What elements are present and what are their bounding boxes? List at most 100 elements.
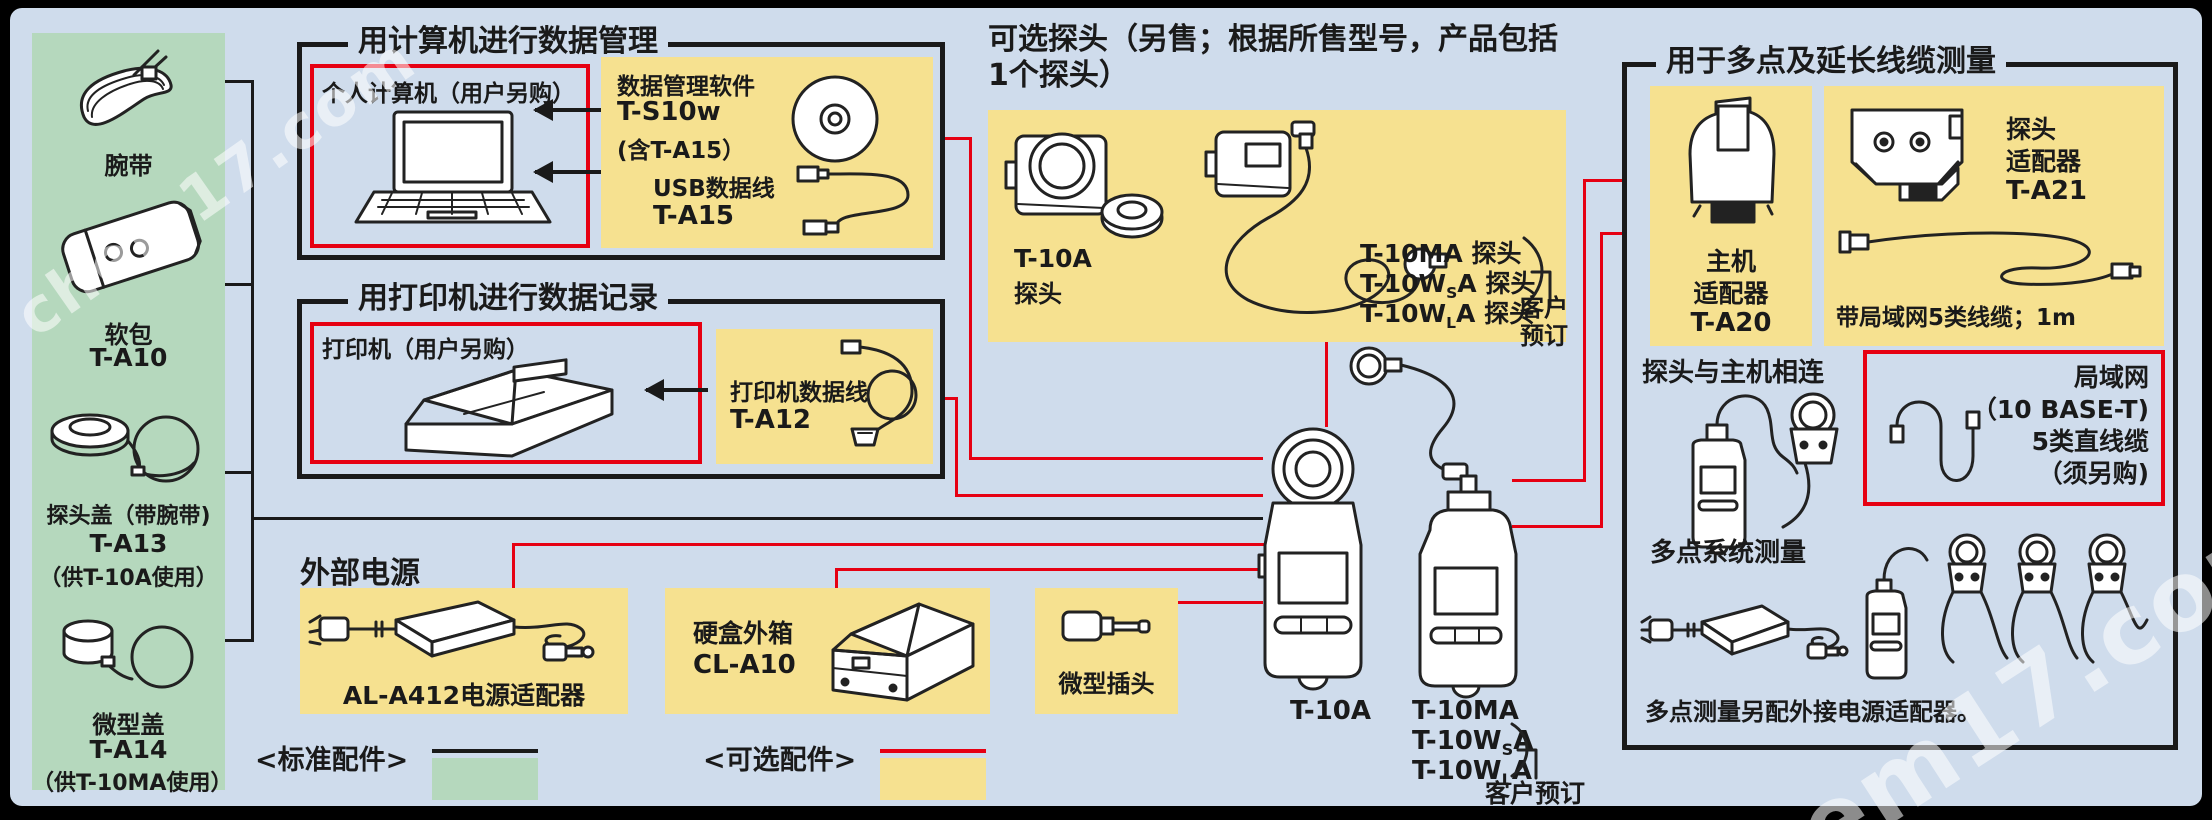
meter-t10a-illustration	[1257, 427, 1363, 691]
connector-standard	[225, 471, 253, 474]
sidebar-item-model: T-A14	[89, 735, 168, 764]
printer-section-title: 用打印机进行数据记录	[348, 282, 668, 316]
probe-t10a-model: T-10A	[1014, 244, 1092, 273]
host-adapter-illustration	[1688, 96, 1776, 224]
software-note: (含T-A15）	[617, 138, 746, 164]
arrow-software-to-pc	[533, 99, 601, 121]
lan-note-line1: 局域网	[2073, 363, 2149, 392]
connector-optional	[1512, 479, 1586, 482]
legend-optional-line	[880, 749, 986, 753]
connector-optional	[1325, 341, 1328, 427]
computer-section-title: 用计算机进行数据管理	[348, 25, 668, 59]
meter2-model-text: T-10W	[1412, 726, 1502, 756]
meter2-model-sub: L	[1501, 770, 1512, 790]
connector-optional	[945, 397, 958, 400]
hard-case-box: 硬盒外箱 CL-A10	[665, 588, 990, 714]
lan-straight-cable-illustration	[1889, 400, 1981, 482]
multi-section-title: 用于多点及延长线缆测量	[1656, 45, 2006, 79]
cd-rom-icon	[791, 75, 879, 163]
connector-optional	[955, 494, 1263, 497]
mini-plug-illustration	[1061, 610, 1151, 642]
probe-model-text: T-10W	[1360, 299, 1447, 328]
connector-optional	[1583, 179, 1586, 482]
probe-model-row: T-10WLA 探头	[1360, 294, 1534, 332]
printer-cable-label: 打印机数据线	[730, 380, 868, 406]
sidebar-item-label: 微型盖	[92, 711, 165, 739]
arrow-cable-to-printer	[644, 379, 708, 401]
probe-mini-illustration	[1204, 120, 1448, 314]
sidebar-item-note: （供T-10A使用）	[39, 566, 218, 591]
probe-t10a-label: 探头	[1014, 280, 1062, 308]
connector-optional	[945, 137, 972, 140]
sidebar-item-model: T-A13	[89, 529, 168, 558]
lan-note-line4: （须另购)	[2037, 459, 2149, 488]
probe-model-sub: L	[1446, 314, 1457, 332]
meter2-model-sub: S	[1501, 740, 1514, 760]
wrist-strap-illustration	[79, 49, 173, 126]
host-adapter-model: T-A20	[1690, 308, 1772, 338]
mini-plug-label: 微型插头	[1058, 670, 1155, 698]
power-section-title: 外部电源	[300, 556, 420, 591]
connector-optional	[1600, 232, 1603, 528]
connector-optional	[835, 568, 838, 590]
probe-model-text: A 探头	[1457, 269, 1536, 298]
meter1-model: T-10A	[1290, 696, 1372, 726]
meter2-model-text: A	[1511, 756, 1532, 786]
probe-model-text: A 探头	[1456, 299, 1535, 328]
order-bracket-icon	[1522, 236, 1552, 308]
connector-standard	[225, 639, 253, 642]
meter-t10ma-illustration	[1349, 346, 1518, 699]
sidebar-item-label: 软包	[104, 321, 153, 349]
sidebar-item-note: （供T-10MA使用）	[32, 771, 233, 796]
ac-adapter-illustration	[308, 600, 595, 662]
connector-optional	[969, 457, 1263, 460]
software-box: 数据管理软件 T-S10w (含T-A15） USB数据线 T-A15	[601, 57, 933, 248]
printer-cable-box: 打印机数据线 T-A12	[716, 329, 933, 464]
probe-model-row: T-10WSA 探头	[1360, 264, 1535, 302]
sidebar-item-label: 探头盖（带腕带)	[46, 504, 211, 529]
probe-model-text: T-10MA	[1360, 239, 1463, 268]
software-model: T-S10w	[617, 97, 721, 127]
probes-box: T-10A 探头 T-10MA 探头 T-10WSA 探头 T-10WLA 探头…	[988, 110, 1568, 350]
host-adapter-label1: 主机	[1705, 247, 1756, 276]
standard-accessories-panel: 腕带 软包 T-A10 探头盖（带腕带) T-A13 （供T-10A使用）	[32, 33, 232, 796]
sidebar-item-model: T-A10	[89, 343, 168, 372]
order-note-line2: 预订	[1520, 322, 1568, 350]
probe-host-label: 探头与主机相连	[1642, 358, 1825, 388]
arrow-usb-to-pc	[533, 161, 601, 183]
connector-standard	[225, 283, 253, 286]
legend-standard-line	[432, 749, 538, 753]
probe-adapter-illustration	[1850, 108, 1964, 202]
usb-cable-illustration	[796, 165, 910, 236]
order-note-line1: 客户	[1520, 294, 1568, 322]
hard-case-model: CL-A10	[693, 650, 796, 680]
lan-cable-note: 带局域网5类线缆；1m	[1836, 305, 2076, 331]
power-adapter-box: AL-A412电源适配器	[300, 588, 628, 714]
probe-cover-illustration	[50, 413, 200, 483]
probes-title-line2: 1个探头）	[988, 58, 1129, 93]
connector-optional	[969, 137, 972, 460]
lan-note-box: 局域网 （10 BASE-T) 5类直线缆 （须另购)	[1863, 350, 2165, 506]
hard-case-label: 硬盒外箱	[693, 619, 794, 648]
legend-optional-swatch	[880, 758, 986, 800]
probe-t10a-illustration	[1004, 132, 1164, 239]
connector-optional	[1512, 525, 1603, 528]
order-bracket-icon	[1510, 722, 1538, 780]
printer-cable-model: T-A12	[730, 405, 812, 435]
connector-optional	[512, 543, 515, 590]
meter2-model-text: T-10W	[1412, 756, 1502, 786]
mini-plug-box: 微型插头	[1035, 588, 1178, 714]
lan-note-line2: （10 BASE-T)	[1971, 395, 2149, 424]
pc-label: 个人计算机（用户另购）	[322, 81, 575, 107]
software-label: 数据管理软件	[617, 74, 755, 100]
host-adapter-box: 主机 适配器 T-A20	[1650, 86, 1812, 346]
probe-adapter-label2: 适配器	[2006, 147, 2082, 176]
connector-optional	[835, 568, 1264, 571]
printer-illustration	[404, 358, 614, 458]
probe-adapter-box: 探头 适配器 T-A21 带局域网5类线缆；1m	[1824, 86, 2164, 346]
connector-optional	[1600, 232, 1624, 235]
connector-standard	[251, 517, 1263, 520]
printer-cable-illustration	[840, 339, 918, 447]
connector-optional	[1177, 601, 1263, 604]
